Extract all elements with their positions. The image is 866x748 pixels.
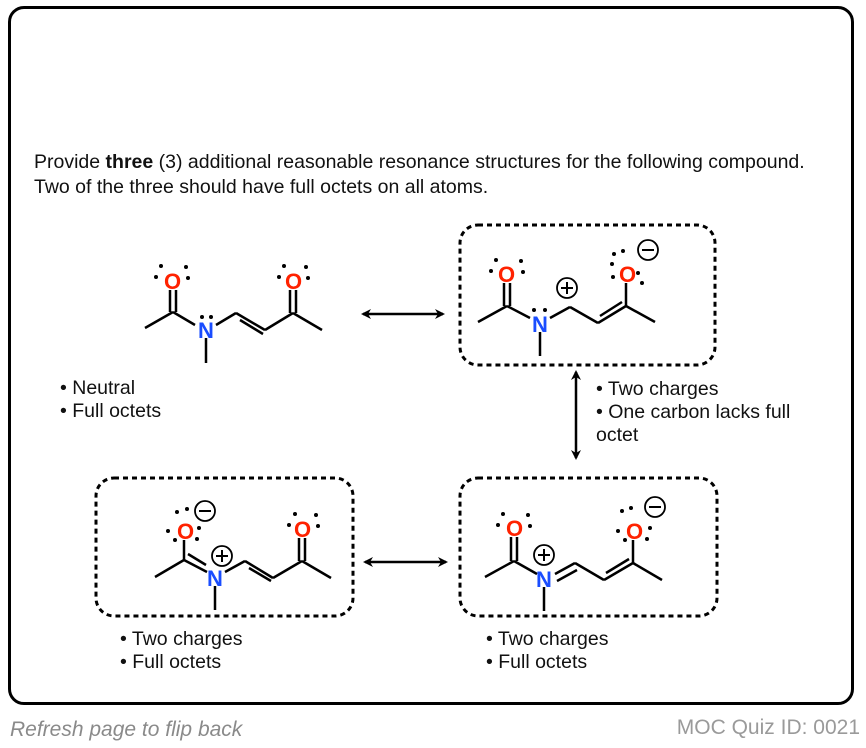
note-line: • Neutral <box>60 377 136 399</box>
note-line: • Two charges <box>596 378 719 400</box>
oxygen-atom: O <box>294 517 311 542</box>
oxygen-atom: O <box>177 519 194 544</box>
lone-pairs <box>166 507 320 542</box>
note-line: • Two charges <box>120 628 243 650</box>
structure-notes: • Two charges • Full octets <box>120 628 242 674</box>
quiz-card <box>8 6 854 705</box>
nitrogen-atom: N <box>198 318 214 343</box>
nitrogen-atom: N <box>207 566 223 591</box>
formal-charge-plus <box>211 545 233 567</box>
structure-carbocation <box>477 283 656 356</box>
formal-charge-minus <box>194 500 216 522</box>
nitrogen-atom: N <box>536 567 552 592</box>
prompt-text-rest: (3) additional reasonable resonance stru… <box>34 151 805 198</box>
structure-iminium-enolate <box>154 538 332 610</box>
structure-notes: • Two charges • One carbon lacks full oc… <box>596 378 790 447</box>
oxygen-atom: O <box>506 516 523 541</box>
formal-charge-plus <box>556 277 578 299</box>
note-line: • Full octets <box>60 400 162 422</box>
formal-charge-minus <box>644 496 666 518</box>
structure-amide-resonance <box>484 537 663 611</box>
structure-box <box>94 476 355 618</box>
oxygen-atom: O <box>619 262 636 287</box>
note-line: • Full octets <box>120 651 222 673</box>
lone-pairs <box>489 249 644 312</box>
prompt-bold: three <box>105 151 154 173</box>
structure-box <box>458 223 717 367</box>
refresh-hint: Refresh page to flip back <box>10 718 243 741</box>
note-line: • Two charges <box>486 628 609 650</box>
structure-notes: • Neutral • Full octets <box>60 377 161 423</box>
structure-original <box>144 290 323 363</box>
structure-box <box>458 476 719 618</box>
question-prompt: Provide three (3) additional reasonable … <box>34 150 834 200</box>
formal-charge-plus <box>533 544 555 566</box>
structure-notes: • Two charges • Full octets <box>486 628 608 674</box>
oxygen-atom: O <box>285 269 302 294</box>
lone-pairs <box>154 264 310 319</box>
note-line: octet <box>596 424 639 446</box>
note-line: • One carbon lacks full <box>596 401 791 423</box>
formal-charge-minus <box>637 239 659 261</box>
quiz-id: MOC Quiz ID: 0021 <box>676 716 860 739</box>
lone-pairs <box>496 506 652 542</box>
prompt-text: Provide <box>34 151 106 173</box>
nitrogen-atom: N <box>532 312 548 337</box>
note-line: • Full octets <box>486 651 588 673</box>
oxygen-atom: O <box>626 519 643 544</box>
oxygen-atom: O <box>498 262 515 287</box>
oxygen-atom: O <box>164 269 181 294</box>
